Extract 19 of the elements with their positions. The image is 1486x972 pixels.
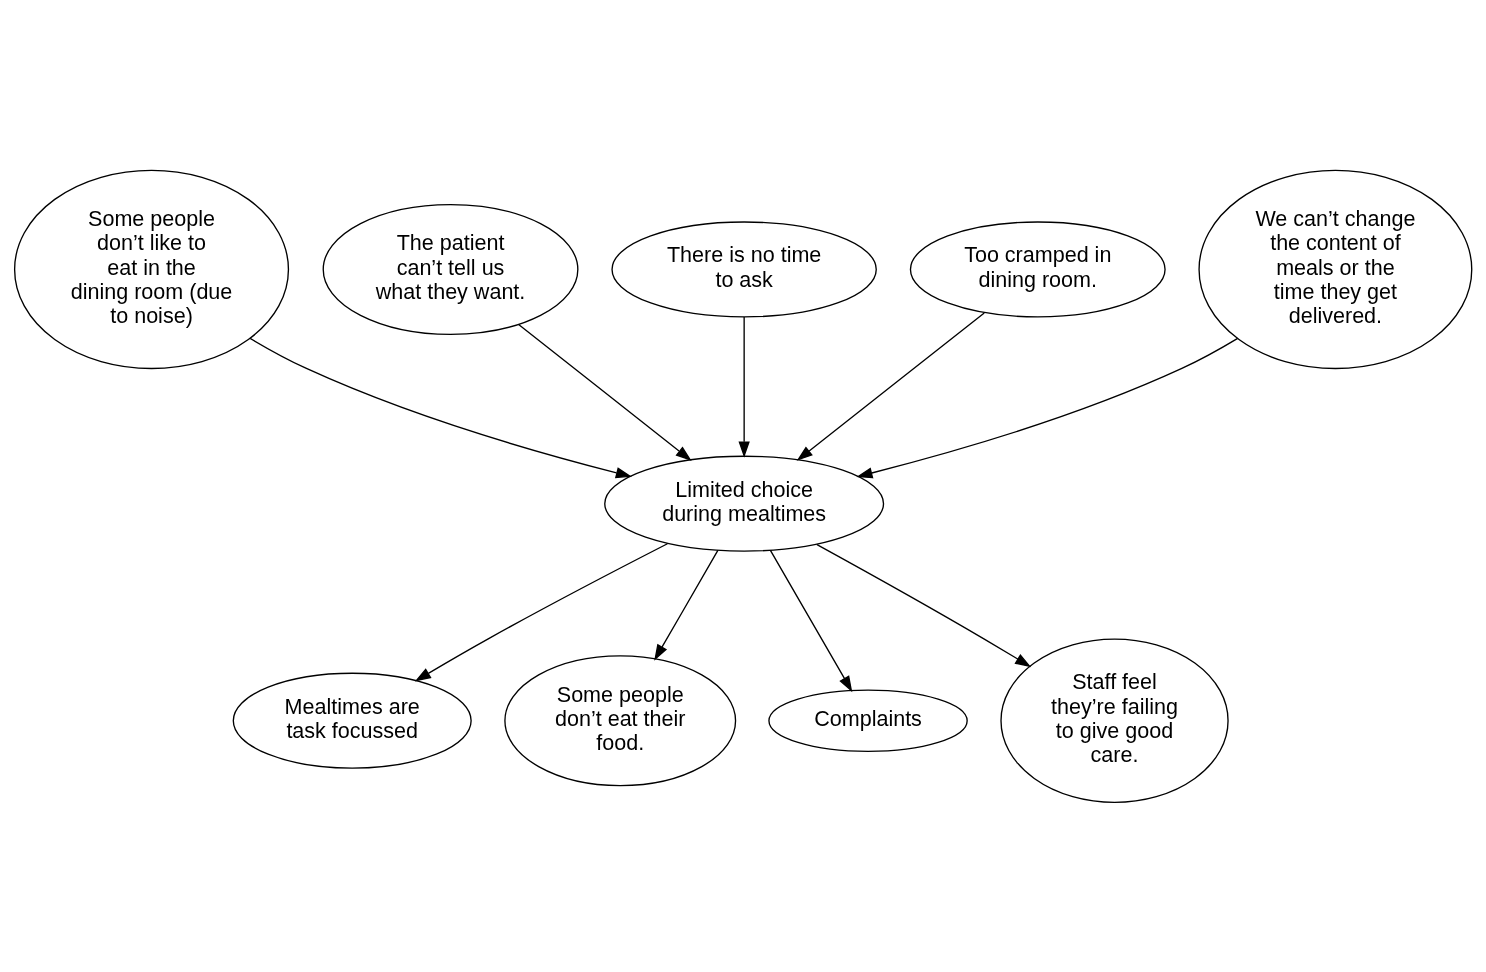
arrow xyxy=(816,543,1032,667)
arrow xyxy=(856,337,1239,478)
node-ellipse: Staff feel they’re failing to give good care. xyxy=(1000,637,1229,803)
node-ellipse: Mealtimes are task focussed xyxy=(232,672,472,769)
node-ellipse: Too cramped in dining room. xyxy=(909,220,1166,318)
arrow xyxy=(738,315,750,458)
node-ellipse: The patient can’t tell us what they want. xyxy=(322,203,579,335)
arrow xyxy=(796,311,985,461)
arrow xyxy=(769,549,853,692)
node-ellipse: Some people don’t eat their food. xyxy=(504,654,737,786)
node-ellipse: Some people don’t like to eat in the dining room (due to noise) xyxy=(13,169,290,369)
arrow xyxy=(654,549,719,661)
node-ellipse: Limited choice during mealtimes xyxy=(604,455,885,552)
arrow xyxy=(414,542,669,681)
arrow xyxy=(249,337,632,478)
arrow xyxy=(517,323,692,461)
node-ellipse: Complaints xyxy=(768,688,968,752)
node-ellipse: There is no time to ask xyxy=(611,220,877,318)
node-ellipse: We can’t change the content of meals or the time they get delivered. xyxy=(1198,169,1473,369)
